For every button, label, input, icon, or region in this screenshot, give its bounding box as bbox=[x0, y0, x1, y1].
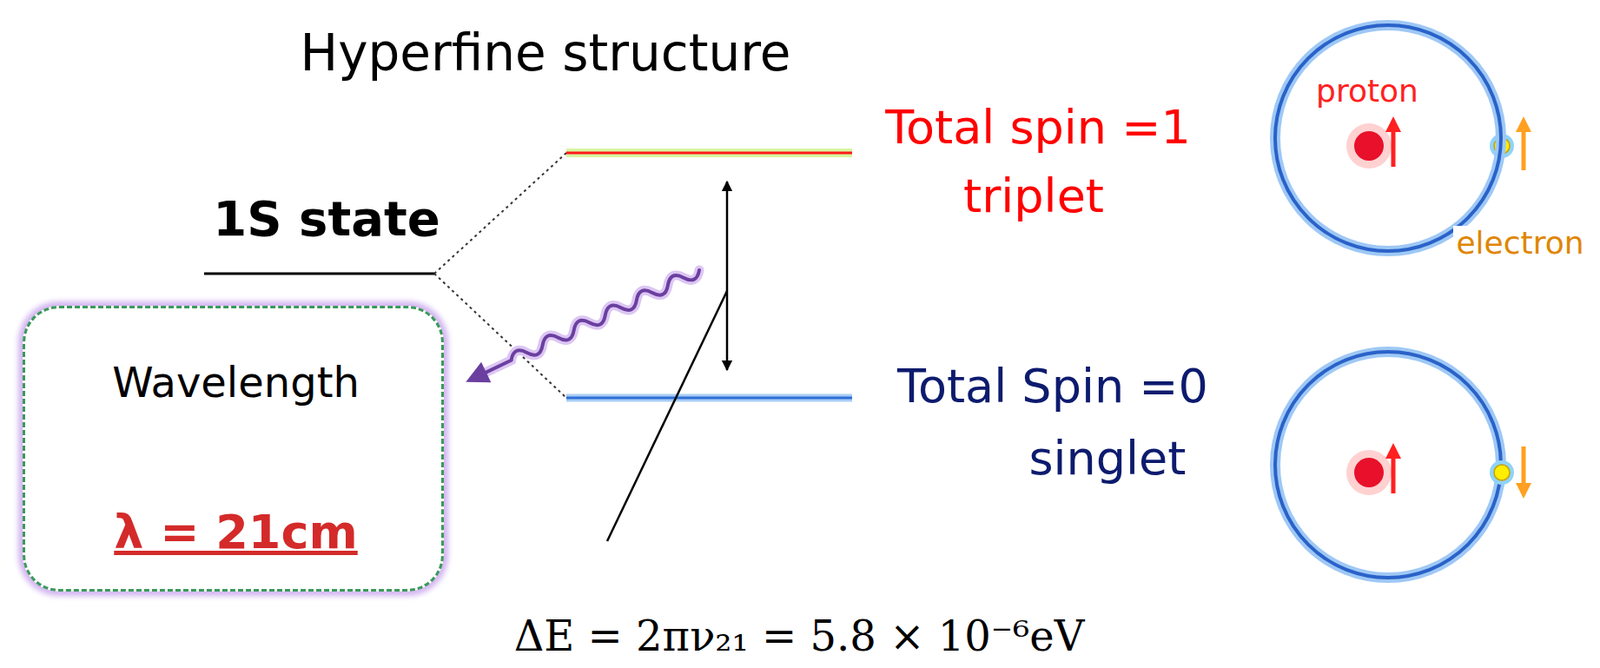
state-label: 1S state bbox=[212, 191, 440, 246]
proton-label: proton bbox=[1315, 73, 1419, 109]
electron-label: electron bbox=[1453, 225, 1587, 261]
spin-label: Total spin =1 bbox=[885, 101, 1191, 153]
wavelength-box: Wavelength λ = 21cm bbox=[22, 305, 444, 592]
electron-spin bbox=[1521, 446, 1527, 485]
electron-spin bbox=[1521, 130, 1527, 171]
proton-spin-head bbox=[1385, 442, 1402, 459]
proton-spin bbox=[1391, 130, 1396, 167]
energy-formula: ΔE = 2πν₂₁ = 5.8 × 10⁻⁶eV bbox=[514, 613, 1085, 660]
photon-arrow bbox=[461, 259, 705, 392]
atom-glow bbox=[1275, 351, 1501, 578]
split-line bbox=[434, 152, 567, 274]
diagram-title: Hyperfine structure bbox=[300, 26, 792, 82]
photon-head bbox=[461, 362, 492, 393]
photon-glow bbox=[481, 264, 702, 379]
level-triplet bbox=[566, 152, 853, 155]
proton-spin-head bbox=[1385, 116, 1402, 133]
proton-glow bbox=[1346, 123, 1392, 169]
electron-glow bbox=[1489, 460, 1515, 485]
level-glow bbox=[566, 394, 853, 403]
proton-spin bbox=[1391, 456, 1396, 494]
gap-arrow bbox=[726, 181, 729, 371]
electron-spin-head bbox=[1515, 116, 1532, 133]
wavelength-value: λ = 21cm bbox=[113, 506, 358, 558]
electron-dot bbox=[1494, 464, 1510, 481]
proton-dot bbox=[1354, 131, 1384, 161]
atom-orbit bbox=[1275, 351, 1501, 578]
level-glow bbox=[566, 148, 853, 158]
multiplet-label: singlet bbox=[1028, 432, 1186, 484]
proton-glow bbox=[1346, 449, 1392, 496]
atom-orbit bbox=[1275, 25, 1501, 252]
atom-glow bbox=[1275, 25, 1501, 252]
photon-wave bbox=[481, 264, 702, 379]
level-singlet bbox=[566, 396, 853, 400]
electron-spin-head bbox=[1515, 482, 1532, 499]
level-1s bbox=[204, 272, 435, 276]
wavelength-label: Wavelength bbox=[112, 359, 360, 406]
spin-label: Total Spin =0 bbox=[897, 360, 1209, 412]
leader-line bbox=[607, 290, 728, 542]
atom-outline bbox=[1273, 23, 1503, 253]
multiplet-label: triplet bbox=[963, 170, 1105, 222]
atom-triplet: protonelectron bbox=[1273, 23, 1503, 253]
proton-dot bbox=[1354, 457, 1384, 488]
